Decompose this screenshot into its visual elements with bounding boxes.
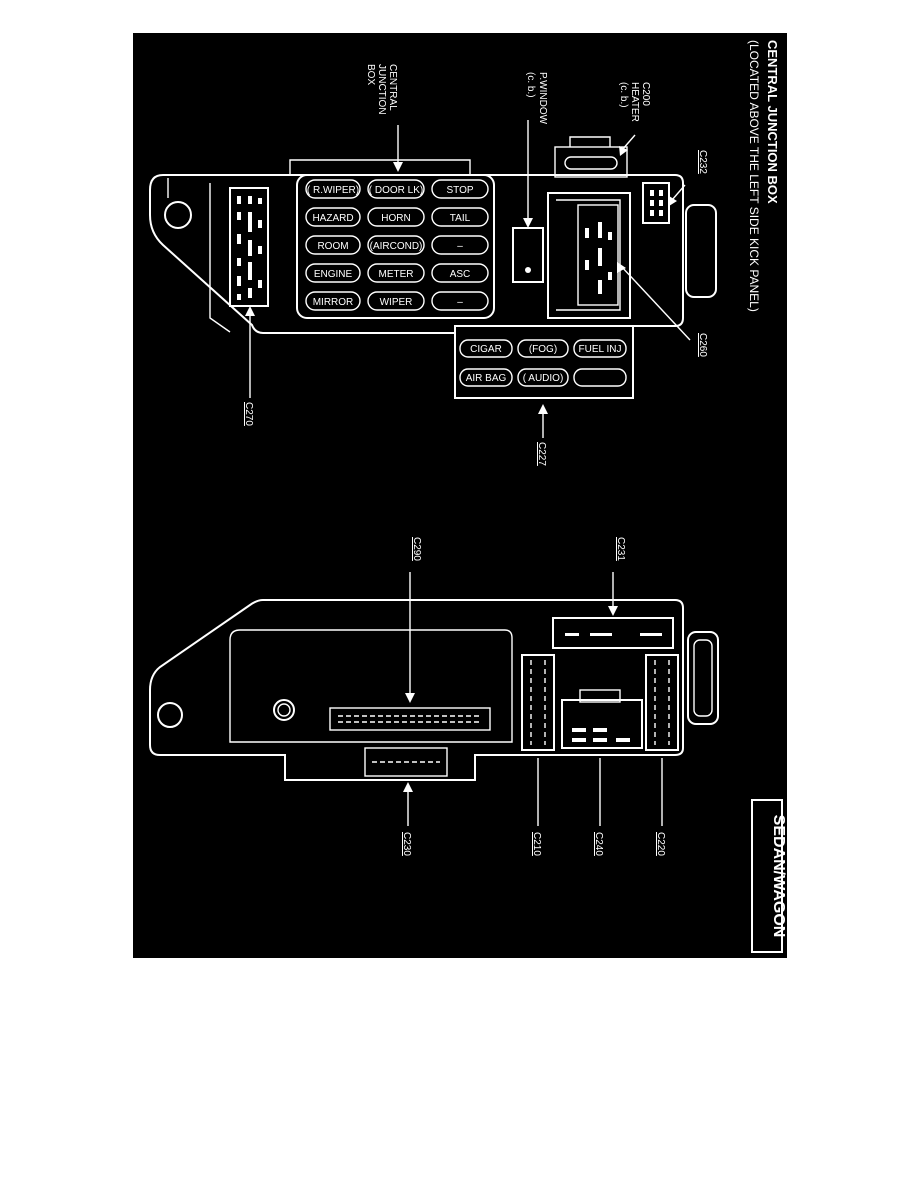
svg-text:CIGAR: CIGAR xyxy=(470,344,502,355)
fuse-engine[interactable]: ENGINE xyxy=(305,263,361,283)
label-c240: C240 xyxy=(593,832,604,856)
svg-text:ENGINE: ENGINE xyxy=(314,269,353,280)
fuse-grid-main: ( R.WIPER) ( DOOR LK) STOP HAZARD HORN T… xyxy=(305,179,489,311)
top-junction-box xyxy=(149,136,717,399)
c260-connector xyxy=(577,204,619,306)
svg-text:–: – xyxy=(457,297,463,308)
c290-connector xyxy=(329,707,491,731)
fuse-grid-side: CIGAR (FOG) FUEL INJ AIR BAG ( AUDIO) xyxy=(459,339,627,387)
label-c270: C270 xyxy=(243,402,254,426)
label-central: CENTRAL xyxy=(387,64,398,111)
title: CENTRAL JUNCTION BOX xyxy=(765,40,780,204)
svg-text:WIPER: WIPER xyxy=(380,297,413,308)
label-c210: C210 xyxy=(531,832,542,856)
fuse-meter[interactable]: METER xyxy=(367,263,425,283)
fuse-spare-1[interactable]: – xyxy=(431,235,489,255)
svg-text:STOP: STOP xyxy=(446,185,473,196)
fuse-tail[interactable]: TAIL xyxy=(431,207,489,227)
c231-connector xyxy=(552,617,674,649)
fuse-cigar[interactable]: CIGAR xyxy=(459,339,513,358)
svg-text:(AIRCOND): (AIRCOND) xyxy=(370,241,423,252)
c240-connector xyxy=(561,699,643,749)
c270-connector xyxy=(229,187,269,307)
svg-text:HAZARD: HAZARD xyxy=(312,213,353,224)
mounting-hole-top xyxy=(164,201,192,229)
svg-text:AIR BAG: AIR BAG xyxy=(466,373,507,384)
subtitle: (LOCATED ABOVE THE LEFT SIDE KICK PANEL) xyxy=(747,40,761,312)
bottom-callouts: C290 C231 C230 C210 C240 C220 xyxy=(401,537,666,856)
svg-text:( AUDIO): ( AUDIO) xyxy=(523,373,564,384)
svg-text:METER: METER xyxy=(379,269,414,280)
panel-background xyxy=(133,33,787,958)
label-box: BOX xyxy=(365,64,376,85)
fuse-aircond[interactable]: (AIRCOND) xyxy=(367,235,425,255)
fuse-fuel-inj[interactable]: FUEL INJ xyxy=(573,339,627,358)
c230-connector xyxy=(364,747,448,777)
label-c220: C220 xyxy=(655,832,666,856)
fuse-asc[interactable]: ASC xyxy=(431,263,489,283)
label-c227: C227 xyxy=(536,442,547,466)
label-junction: JUNCTION xyxy=(376,64,387,115)
svg-text:( R.WIPER): ( R.WIPER) xyxy=(307,185,359,196)
fuse-blank[interactable] xyxy=(573,368,627,387)
fuse-mirror[interactable]: MIRROR xyxy=(305,291,361,311)
c220-connector xyxy=(645,654,679,751)
fuse-horn[interactable]: HORN xyxy=(367,207,425,227)
svg-text:–: – xyxy=(457,241,463,252)
mounting-hole-bottom xyxy=(157,702,183,728)
fuse-spare-2[interactable]: – xyxy=(431,291,489,311)
svg-text:TAIL: TAIL xyxy=(450,213,471,224)
bottom-junction-box xyxy=(149,599,719,781)
label-c260: C260 xyxy=(697,333,708,357)
c227-fuse-block xyxy=(454,325,634,399)
fuse-block xyxy=(296,174,495,319)
label-c200-heater: HEATER xyxy=(629,82,640,122)
svg-text:( DOOR LK): ( DOOR LK) xyxy=(369,185,423,196)
svg-text:HORN: HORN xyxy=(381,213,410,224)
screw-hole xyxy=(273,699,295,721)
label-c230: C230 xyxy=(401,832,412,856)
fuse-stop[interactable]: STOP xyxy=(431,179,489,199)
sedan-wagon-badge: SEDAN/WAGON xyxy=(770,815,787,938)
label-c200-cb: (c. b.) xyxy=(618,82,629,108)
fuse-r-wiper[interactable]: ( R.WIPER) xyxy=(305,179,361,199)
bottom-right-latch xyxy=(687,631,719,725)
fuse-audio[interactable]: ( AUDIO) xyxy=(517,368,569,387)
label-c231: C231 xyxy=(615,537,626,561)
svg-text:ASC: ASC xyxy=(450,269,471,280)
label-p-window-cb: (c. b.) xyxy=(525,72,536,98)
svg-text:MIRROR: MIRROR xyxy=(313,297,354,308)
label-c200: C200 xyxy=(640,82,651,106)
label-p-window: P.WINDOW xyxy=(537,72,548,125)
label-c290: C290 xyxy=(411,537,422,561)
right-latch xyxy=(685,204,717,298)
fuse-room[interactable]: ROOM xyxy=(305,235,361,255)
c200-housing xyxy=(554,146,628,178)
fuse-hazard[interactable]: HAZARD xyxy=(305,207,361,227)
c260-block xyxy=(547,192,631,319)
fuse-wiper[interactable]: WIPER xyxy=(367,291,425,311)
svg-text:ROOM: ROOM xyxy=(317,241,348,252)
fuse-door-lk[interactable]: ( DOOR LK) xyxy=(367,179,425,199)
c210-connector xyxy=(521,654,555,751)
badge-frame xyxy=(751,799,783,953)
label-c232: C232 xyxy=(697,150,708,174)
fuse-fog[interactable]: (FOG) xyxy=(517,339,569,358)
svg-text:FUEL INJ: FUEL INJ xyxy=(579,344,622,355)
fuse-air-bag[interactable]: AIR BAG xyxy=(459,368,513,387)
top-callouts: CENTRAL JUNCTION BOX P.WINDOW (c. b.) C2… xyxy=(243,64,708,466)
svg-text:(FOG): (FOG) xyxy=(529,344,557,355)
